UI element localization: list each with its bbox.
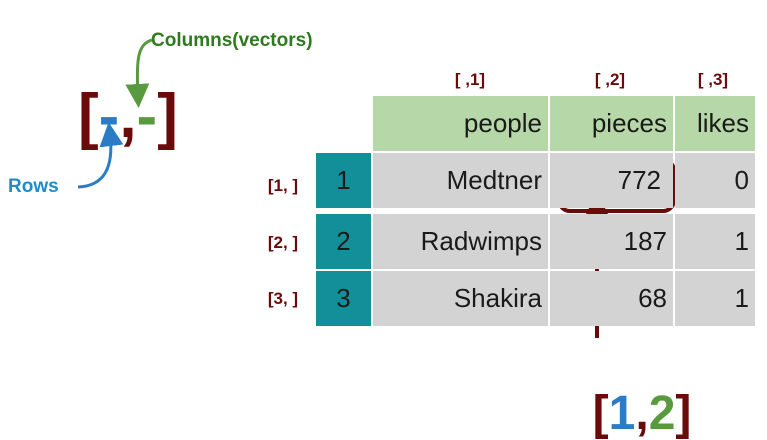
legend-comma: , bbox=[119, 82, 137, 151]
table-cell: Medtner bbox=[373, 153, 548, 208]
rows-label: Rows bbox=[8, 176, 59, 197]
table-cell: 1 bbox=[675, 214, 755, 269]
header-people: people bbox=[373, 96, 548, 151]
columns-label: Columns(vectors) bbox=[151, 30, 313, 51]
table-cell-selected: 772 bbox=[550, 153, 673, 208]
column-index-1: [ ,1] bbox=[454, 70, 486, 89]
table-cell: Shakira bbox=[373, 271, 548, 326]
row-id-1: 1 bbox=[316, 153, 371, 208]
table-cell: 68 bbox=[550, 271, 673, 326]
header-pieces: pieces bbox=[550, 96, 673, 151]
legend-col-dash: - bbox=[136, 82, 158, 151]
table-cell: 1 bbox=[675, 271, 755, 326]
row-id-2: 2 bbox=[316, 214, 371, 269]
table-cell: 187 bbox=[550, 214, 673, 269]
result-open-bracket: [ bbox=[592, 387, 609, 440]
table-cell: 0 bbox=[675, 153, 755, 208]
legend-notation: [-,-] bbox=[78, 86, 178, 148]
legend-close-bracket: ] bbox=[157, 82, 178, 151]
column-index-3: [ ,3] bbox=[697, 70, 729, 89]
result-row: 1 bbox=[608, 387, 636, 440]
row-index-3: [3, ] bbox=[267, 289, 299, 308]
row-id-3: 3 bbox=[316, 271, 371, 326]
result-close-bracket: ] bbox=[675, 387, 692, 440]
result-col: 2 bbox=[648, 387, 676, 440]
column-index-2: [ ,2] bbox=[594, 70, 626, 89]
legend-row-dash: - bbox=[98, 82, 120, 151]
header-likes: likes bbox=[675, 96, 755, 151]
row-index-1: [1, ] bbox=[267, 176, 299, 195]
result-comma: , bbox=[635, 387, 649, 440]
row-index-2: [2, ] bbox=[267, 233, 299, 252]
table-cell: Radwimps bbox=[373, 214, 548, 269]
legend-open-bracket: [ bbox=[78, 82, 99, 151]
result-notation: [1,2] bbox=[566, 342, 692, 440]
